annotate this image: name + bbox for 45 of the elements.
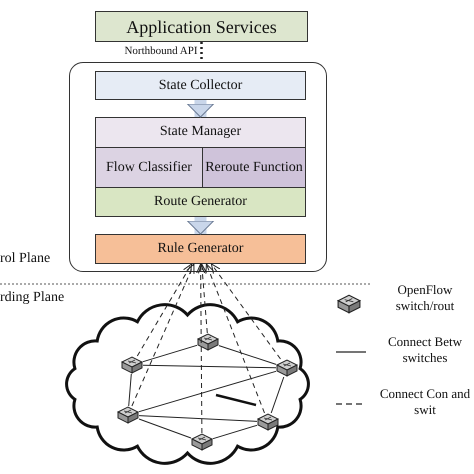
block-arrow <box>187 217 214 234</box>
process-box <box>95 147 203 188</box>
legend-text: OpenFlow switch/rout <box>394 282 456 314</box>
arrow <box>136 264 192 356</box>
connector-line <box>128 374 132 406</box>
arrow <box>205 264 265 414</box>
control-plane-panel <box>69 62 327 272</box>
connector-line <box>138 415 258 422</box>
box-label: Application Services <box>126 18 277 34</box>
plane-label: rol Plane <box>0 251 50 267</box>
process-box <box>95 234 306 264</box>
process-box <box>95 187 306 217</box>
connector-line <box>200 42 203 62</box>
plane-label: rding Plane <box>0 290 64 306</box>
process-box <box>95 11 308 42</box>
process-box <box>202 147 306 188</box>
box-label: Reroute Function <box>205 160 303 176</box>
connector-line <box>138 418 192 438</box>
box-label: Flow Classifier <box>106 160 192 176</box>
legend-text: Connect Betw switches <box>386 334 463 366</box>
connector-line <box>218 345 276 365</box>
box-label: State Collector <box>158 78 242 94</box>
connector-line <box>142 344 198 362</box>
connector-line <box>270 376 284 414</box>
connector-line <box>212 424 258 440</box>
arrow <box>210 264 281 360</box>
process-box <box>95 71 306 100</box>
switch-icon <box>276 359 298 377</box>
block-arrow <box>187 100 214 118</box>
connector-line <box>138 370 276 412</box>
legend-text: Connect Con and swit <box>378 386 472 418</box>
box-label: State Manager <box>160 124 242 140</box>
switch-icon <box>197 333 219 351</box>
arrow <box>131 264 194 406</box>
arrow <box>196 264 206 434</box>
switch-icon <box>121 356 143 374</box>
switch-icon <box>191 433 213 451</box>
arrow <box>198 264 208 334</box>
switch-icon <box>117 406 139 424</box>
box-label: Route Generator <box>154 194 247 210</box>
switch-icon <box>257 413 279 431</box>
edge-label: Northbound API <box>124 45 198 57</box>
process-box <box>95 117 306 188</box>
connector-line <box>142 364 276 368</box>
box-label: Rule Generator <box>158 241 244 257</box>
